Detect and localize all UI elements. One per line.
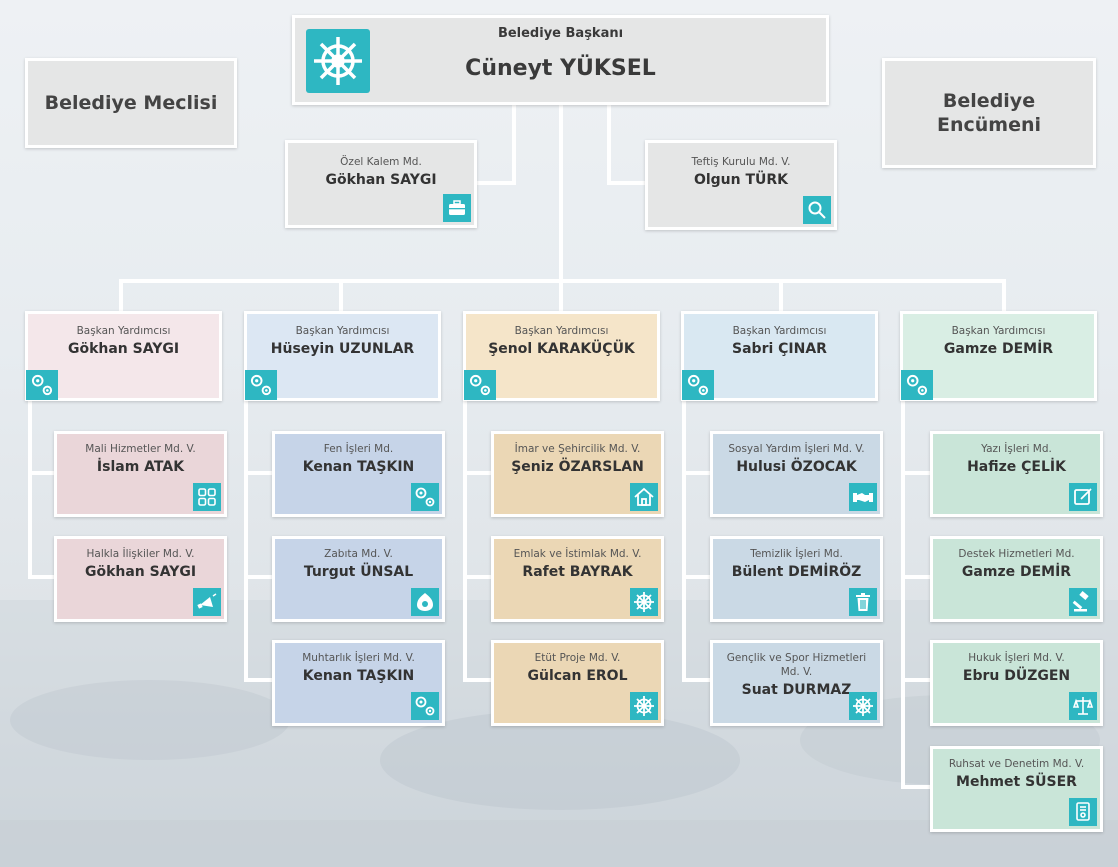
unit-title: Fen İşleri Md. <box>323 443 394 455</box>
gears-icon <box>682 370 714 400</box>
ship-wheel-icon <box>630 588 658 616</box>
unit-title: Temizlik İşleri Md. <box>750 548 843 560</box>
unit-box: Gençlik ve Spor Hizmetleri Md. V. Suat DU… <box>710 640 883 726</box>
inspection-name: Olgun TÜRK <box>693 172 789 188</box>
unit-name: Rafet BAYRAK <box>522 564 633 580</box>
deputy-name: Hüseyin UZUNLAR <box>270 341 415 357</box>
inspection-title: Teftiş Kurulu Md. V. <box>691 156 791 168</box>
unit-box: Temizlik İşleri Md. Bülent DEMİRÖZ <box>710 536 883 622</box>
unit-box: Halkla İlişkiler Md. V. Gökhan SAYGI <box>54 536 227 622</box>
unit-name: Gamze DEMİR <box>961 564 1072 580</box>
unit-title: Destek Hizmetleri Md. <box>958 548 1075 560</box>
pencil-icon <box>1069 483 1097 511</box>
unit-box: Destek Hizmetleri Md. Gamze DEMİR <box>930 536 1103 622</box>
deputy-title: Başkan Yardımcısı <box>76 325 171 337</box>
gears-icon <box>901 370 933 400</box>
unit-name: Bülent DEMİRÖZ <box>731 564 862 580</box>
unit-title: İmar ve Şehircilik Md. V. <box>514 443 641 455</box>
briefcase-icon <box>443 194 471 222</box>
deputy-title: Başkan Yardımcısı <box>732 325 827 337</box>
gavel-icon <box>1069 588 1097 616</box>
unit-title: Sosyal Yardım İşleri Md. V. <box>728 443 865 455</box>
mayor-title: Belediye Başkanı <box>497 26 624 41</box>
unit-box: İmar ve Şehircilik Md. V. Şeniz ÖZARSLAN <box>491 431 664 517</box>
deputy-title: Başkan Yardımcısı <box>951 325 1046 337</box>
unit-box: Muhtarlık İşleri Md. V. Kenan TAŞKIN <box>272 640 445 726</box>
magnifier-icon <box>803 196 831 224</box>
ship-wheel-icon <box>630 692 658 720</box>
private-office-box: Özel Kalem Md. Gökhan SAYGI <box>285 140 477 228</box>
house-icon <box>630 483 658 511</box>
document-icon <box>1069 798 1097 826</box>
unit-box: Hukuk İşleri Md. V. Ebru DÜZGEN <box>930 640 1103 726</box>
unit-name: Hafize ÇELİK <box>967 459 1066 475</box>
badge-icon <box>411 588 439 616</box>
deputy-name: Şenol KARAKÜÇÜK <box>488 341 635 357</box>
committee-box: Belediye Encümeni <box>882 58 1096 168</box>
unit-box: Ruhsat ve Denetim Md. V. Mehmet SÜSER <box>930 746 1103 832</box>
unit-title: Yazı İşleri Md. <box>981 443 1052 455</box>
council-label: Belediye Meclisi <box>44 92 218 114</box>
unit-box: Yazı İşleri Md. Hafize ÇELİK <box>930 431 1103 517</box>
gears-icon <box>411 692 439 720</box>
unit-box: Emlak ve İstimlak Md. V. Rafet BAYRAK <box>491 536 664 622</box>
gears-icon <box>245 370 277 400</box>
unit-title: Muhtarlık İşleri Md. V. <box>302 652 415 664</box>
unit-box: Zabıta Md. V. Turgut ÜNSAL <box>272 536 445 622</box>
megaphone-icon <box>193 588 221 616</box>
unit-box: Mali Hizmetler Md. V. İslam ATAK <box>54 431 227 517</box>
private-office-name: Gökhan SAYGI <box>325 172 437 188</box>
unit-title: Zabıta Md. V. <box>324 548 393 560</box>
committee-label-line2: Encümeni <box>936 114 1042 136</box>
deputy-title: Başkan Yardımcısı <box>514 325 609 337</box>
unit-name: Suat DURMAZ <box>741 682 852 698</box>
mayor-icon-tile <box>306 29 370 93</box>
unit-box: Fen İşleri Md. Kenan TAŞKIN <box>272 431 445 517</box>
unit-name: Kenan TAŞKIN <box>302 459 415 475</box>
unit-box: Sosyal Yardım İşleri Md. V. Hulusi ÖZOCAK <box>710 431 883 517</box>
gears-icon <box>411 483 439 511</box>
unit-name: Turgut ÜNSAL <box>303 564 414 580</box>
unit-name: Gülcan EROL <box>527 668 628 684</box>
unit-title: Ruhsat ve Denetim Md. V. <box>948 758 1085 770</box>
mayor-box: Belediye Başkanı Cüneyt YÜKSEL <box>292 15 829 105</box>
deputy-name: Sabri ÇINAR <box>732 341 827 357</box>
unit-title: Emlak ve İstimlak Md. V. <box>513 548 642 560</box>
unit-title: Etüt Proje Md. V. <box>534 652 621 664</box>
inspection-box: Teftiş Kurulu Md. V. Olgun TÜRK <box>645 140 837 230</box>
unit-name: Gökhan SAYGI <box>84 564 197 580</box>
unit-name: Şeniz ÖZARSLAN <box>511 459 644 475</box>
grid-icon <box>193 483 221 511</box>
deputy-name: Gamze DEMİR <box>943 341 1054 357</box>
committee-label-line1: Belediye <box>942 90 1036 112</box>
gears-icon <box>464 370 496 400</box>
unit-name: Hulusi ÖZOCAK <box>736 459 857 475</box>
deputy-name: Gökhan SAYGI <box>67 341 180 357</box>
mayor-name: Cüneyt YÜKSEL <box>465 56 656 81</box>
gears-icon <box>26 370 58 400</box>
deputy-title: Başkan Yardımcısı <box>295 325 390 337</box>
unit-title: Gençlik ve Spor Hizmetleri Md. V. <box>726 652 867 678</box>
unit-title: Mali Hizmetler Md. V. <box>85 443 196 455</box>
unit-box: Etüt Proje Md. V. Gülcan EROL <box>491 640 664 726</box>
private-office-title: Özel Kalem Md. <box>340 156 422 168</box>
unit-name: İslam ATAK <box>96 459 185 475</box>
handshake-icon <box>849 483 877 511</box>
council-box: Belediye Meclisi <box>25 58 237 148</box>
unit-title: Hukuk İşleri Md. V. <box>968 652 1065 664</box>
scales-icon <box>1069 692 1097 720</box>
unit-name: Kenan TAŞKIN <box>302 668 415 684</box>
unit-title: Halkla İlişkiler Md. V. <box>86 548 195 560</box>
ship-wheel-icon <box>314 37 362 85</box>
trash-icon <box>849 588 877 616</box>
unit-name: Mehmet SÜSER <box>956 774 1077 790</box>
ship-wheel-icon <box>849 692 877 720</box>
unit-name: Ebru DÜZGEN <box>962 668 1071 684</box>
